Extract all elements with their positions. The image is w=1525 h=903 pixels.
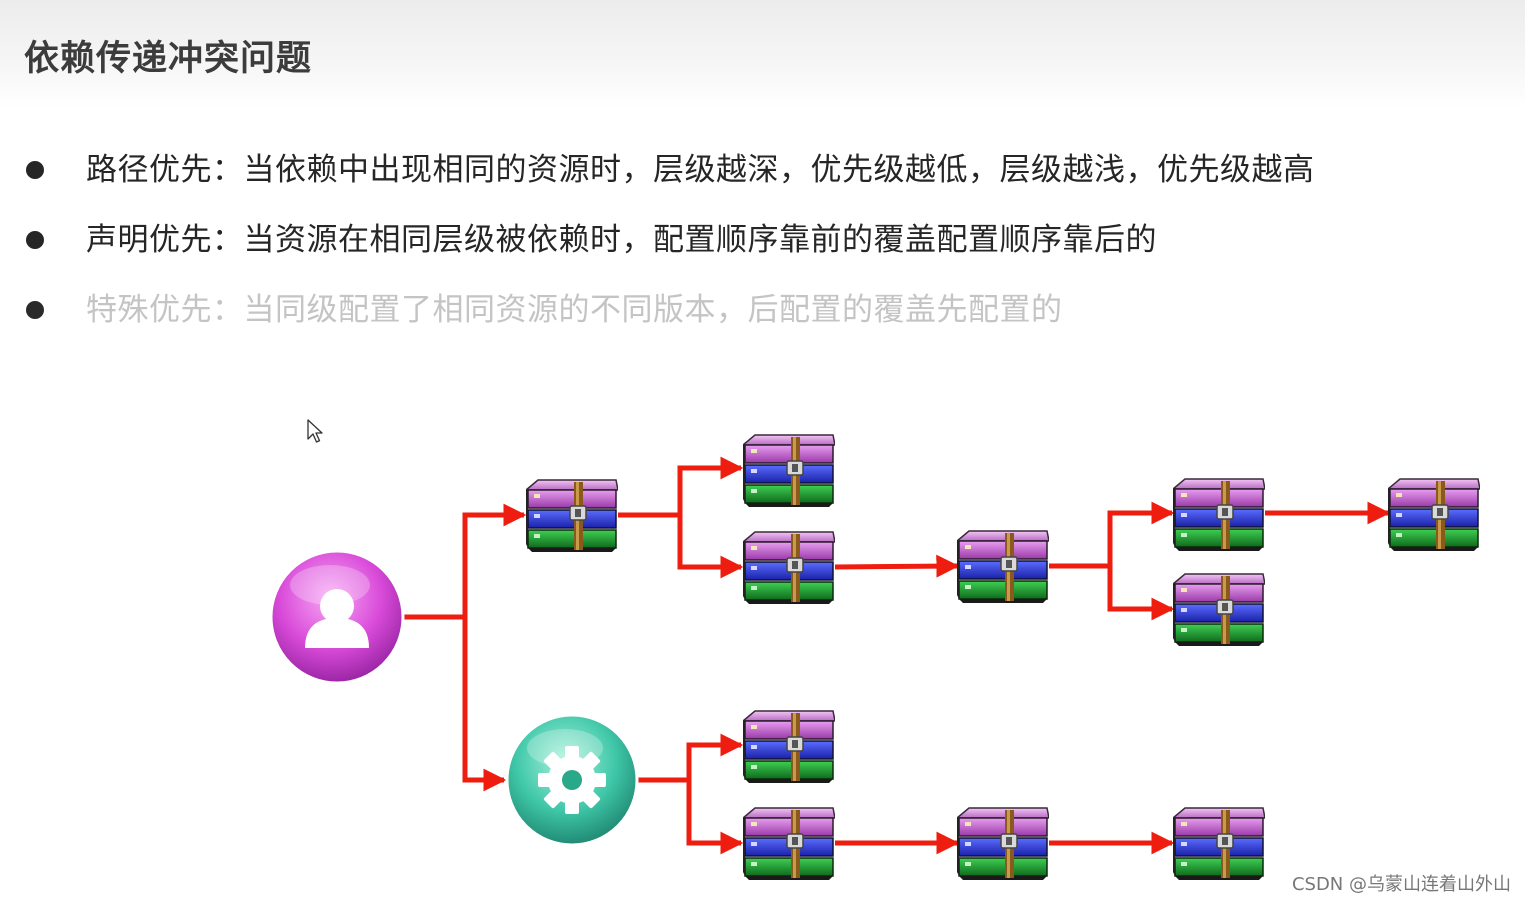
archive-package-icon (957, 807, 1049, 880)
arrow-user-to-pkg-a (462, 503, 527, 617)
bullet-label: 特殊优先： (86, 292, 244, 328)
arrow-pkg-d-to-f (1107, 566, 1175, 621)
bullet-dot (26, 231, 44, 249)
package-nodes (526, 434, 1480, 880)
bullet-body: 当资源在相同层级被依赖时，配置顺序靠前的覆盖配置顺序靠后的 (243, 222, 1157, 258)
bullet-text: 路径优先：当依赖中出现相同的资源时，层级越深，优先级越低，层级越浅，优先级越高 (86, 148, 1315, 192)
arrow-pkg-a-to-b (677, 456, 744, 515)
archive-package-icon (526, 479, 618, 552)
bullet-special-priority: 特殊优先：当同级配置了相同资源的不同版本，后配置的覆盖先配置的 (26, 288, 1506, 332)
bullet-dot (26, 161, 44, 179)
arrow-settings-to-h (686, 733, 744, 780)
bullet-body: 当依赖中出现相同的资源时，层级越深，优先级越低，层级越浅，优先级越高 (243, 152, 1315, 188)
archive-package-icon (1173, 573, 1265, 646)
watermark: CSDN @乌蒙山连着山外山 (1291, 874, 1511, 895)
archive-package-icon (743, 807, 835, 880)
archive-package-icon (1173, 478, 1265, 551)
archive-package-icon (743, 531, 835, 604)
bullet-body: 当同级配置了相同资源的不同版本，后配置的覆盖先配置的 (243, 292, 1063, 328)
archive-package-icon (743, 434, 835, 507)
page-title: 依赖传递冲突问题 (24, 39, 313, 79)
arrows (403, 456, 1391, 855)
bullet-text: 声明优先：当资源在相同层级被依赖时，配置顺序靠前的覆盖配置顺序靠后的 (86, 218, 1157, 262)
archive-package-icon (957, 530, 1049, 603)
mouse-cursor-icon (307, 419, 323, 443)
user-node (269, 549, 405, 685)
arrow-settings-to-i (686, 780, 744, 855)
archive-package-icon (1173, 807, 1265, 880)
settings-node (505, 713, 639, 847)
arrow-pkg-c-to-d (834, 554, 960, 578)
bullet-dot (26, 301, 44, 319)
header-band (0, 0, 1525, 108)
bullet-text: 特殊优先：当同级配置了相同资源的不同版本，后配置的覆盖先配置的 (86, 288, 1063, 332)
archive-package-icon (743, 710, 835, 783)
arrow-pkg-d-to-e (1107, 501, 1175, 566)
bullet-label: 声明优先： (86, 222, 244, 258)
bullet-path-priority: 路径优先：当依赖中出现相同的资源时，层级越深，优先级越低，层级越浅，优先级越高 (26, 148, 1506, 192)
bullet-declaration-priority: 声明优先：当资源在相同层级被依赖时，配置顺序靠前的覆盖配置顺序靠后的 (26, 218, 1506, 262)
user-icon (305, 589, 369, 648)
archive-package-icon (1388, 478, 1480, 551)
gear-icon (538, 746, 606, 814)
arrow-pkg-a-to-c (677, 515, 744, 579)
arrow-user-to-settings (462, 617, 507, 792)
bullet-label: 路径优先： (86, 152, 244, 188)
